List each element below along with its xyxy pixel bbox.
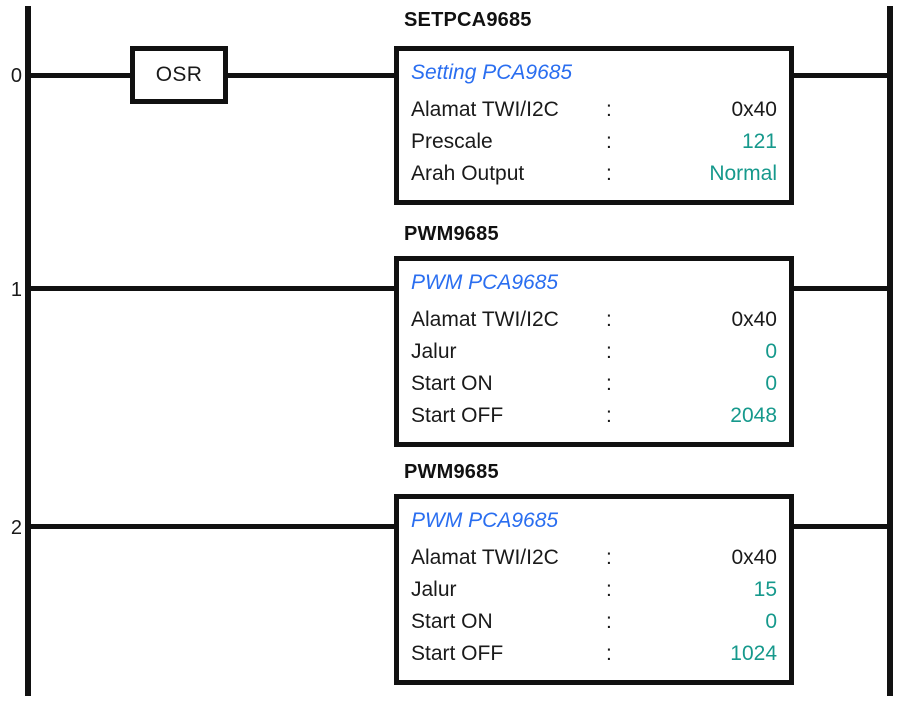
parameter-row[interactable]: Start OFF : 2048	[411, 400, 777, 432]
parameter-colon: :	[606, 609, 612, 633]
parameter-label: Start ON	[411, 371, 493, 395]
parameter-label: Alamat TWI/I2C	[411, 98, 559, 122]
parameter-label: Jalur	[411, 578, 457, 601]
parameter-row[interactable]: Alamat TWI/I2C : 0x40	[411, 304, 777, 336]
rung-0-wire-right	[791, 73, 890, 78]
rung-0-wire-left	[28, 73, 132, 78]
parameter-colon: :	[606, 371, 612, 395]
parameter-label: Start OFF	[411, 403, 504, 427]
rung-number-2: 2	[10, 517, 22, 539]
parameter-row[interactable]: Jalur : 15	[411, 574, 777, 606]
parameter-row[interactable]: Jalur : 0	[411, 336, 777, 368]
osr-label: OSR	[155, 63, 203, 86]
block-header-setpca9685: SETPCA9685	[404, 9, 532, 31]
parameter-label: Start ON	[411, 609, 493, 633]
parameter-value[interactable]: 0	[765, 371, 777, 395]
block-parameter-list: Alamat TWI/I2C : 0x40 Jalur : 15 Start O…	[411, 542, 777, 670]
parameter-row[interactable]: Prescale : 121	[411, 126, 777, 158]
parameter-colon: :	[606, 641, 612, 665]
block-title-pwm-pca9685: PWM PCA9685	[411, 271, 559, 294]
osr-contact-block[interactable]: OSR	[130, 46, 228, 104]
block-header-pwm9685-2: PWM9685	[404, 461, 499, 483]
parameter-colon: :	[606, 403, 612, 427]
parameter-value[interactable]: 15	[753, 578, 777, 601]
parameter-label: Alamat TWI/I2C	[411, 546, 559, 570]
parameter-row[interactable]: Start ON : 0	[411, 368, 777, 400]
rung-2-wire-left	[28, 524, 396, 529]
rung-number-0: 0	[10, 65, 22, 87]
parameter-value[interactable]: 1024	[730, 641, 777, 665]
block-title-setting-pca9685: Setting PCA9685	[411, 61, 573, 84]
parameter-colon: :	[606, 98, 612, 122]
parameter-colon: :	[606, 578, 612, 601]
parameter-label: Jalur	[411, 340, 457, 363]
block-parameter-list: Alamat TWI/I2C : 0x40 Prescale : 121 Ara…	[411, 94, 777, 190]
parameter-value[interactable]: 0x40	[731, 308, 777, 332]
rung-number-1: 1	[10, 279, 22, 301]
power-rail-left	[25, 6, 31, 696]
parameter-row[interactable]: Start OFF : 1024	[411, 638, 777, 670]
block-parameter-list: Alamat TWI/I2C : 0x40 Jalur : 0 Start ON…	[411, 304, 777, 432]
instruction-block-setpca9685[interactable]: Setting PCA9685 Alamat TWI/I2C : 0x40 Pr…	[394, 46, 794, 205]
parameter-label: Prescale	[411, 130, 493, 153]
parameter-value[interactable]: 0x40	[731, 546, 777, 570]
parameter-row[interactable]: Alamat TWI/I2C : 0x40	[411, 542, 777, 574]
rung-0-wire-mid	[226, 73, 396, 78]
parameter-colon: :	[606, 161, 612, 185]
block-header-pwm9685-1: PWM9685	[404, 223, 499, 245]
block-title-pwm-pca9685: PWM PCA9685	[411, 509, 559, 532]
parameter-colon: :	[606, 130, 612, 153]
parameter-label: Start OFF	[411, 641, 504, 665]
instruction-block-pwm9685-2[interactable]: PWM PCA9685 Alamat TWI/I2C : 0x40 Jalur …	[394, 494, 794, 685]
parameter-row[interactable]: Arah Output : Normal	[411, 158, 777, 190]
instruction-block-pwm9685-1[interactable]: PWM PCA9685 Alamat TWI/I2C : 0x40 Jalur …	[394, 256, 794, 447]
parameter-value[interactable]: 2048	[730, 403, 777, 427]
parameter-value[interactable]: Normal	[709, 161, 777, 185]
parameter-value[interactable]: 0	[765, 340, 777, 363]
rung-2-wire-right	[791, 524, 890, 529]
parameter-colon: :	[606, 340, 612, 363]
parameter-value[interactable]: 121	[741, 130, 777, 153]
parameter-value[interactable]: 0x40	[731, 98, 777, 122]
parameter-row[interactable]: Alamat TWI/I2C : 0x40	[411, 94, 777, 126]
parameter-label: Alamat TWI/I2C	[411, 308, 559, 332]
parameter-value[interactable]: 0	[765, 609, 777, 633]
parameter-colon: :	[606, 308, 612, 332]
power-rail-right	[887, 6, 893, 696]
rung-1-wire-right	[791, 286, 890, 291]
parameter-colon: :	[606, 546, 612, 570]
parameter-row[interactable]: Start ON : 0	[411, 606, 777, 638]
parameter-label: Arah Output	[411, 161, 525, 185]
rung-1-wire-left	[28, 286, 396, 291]
